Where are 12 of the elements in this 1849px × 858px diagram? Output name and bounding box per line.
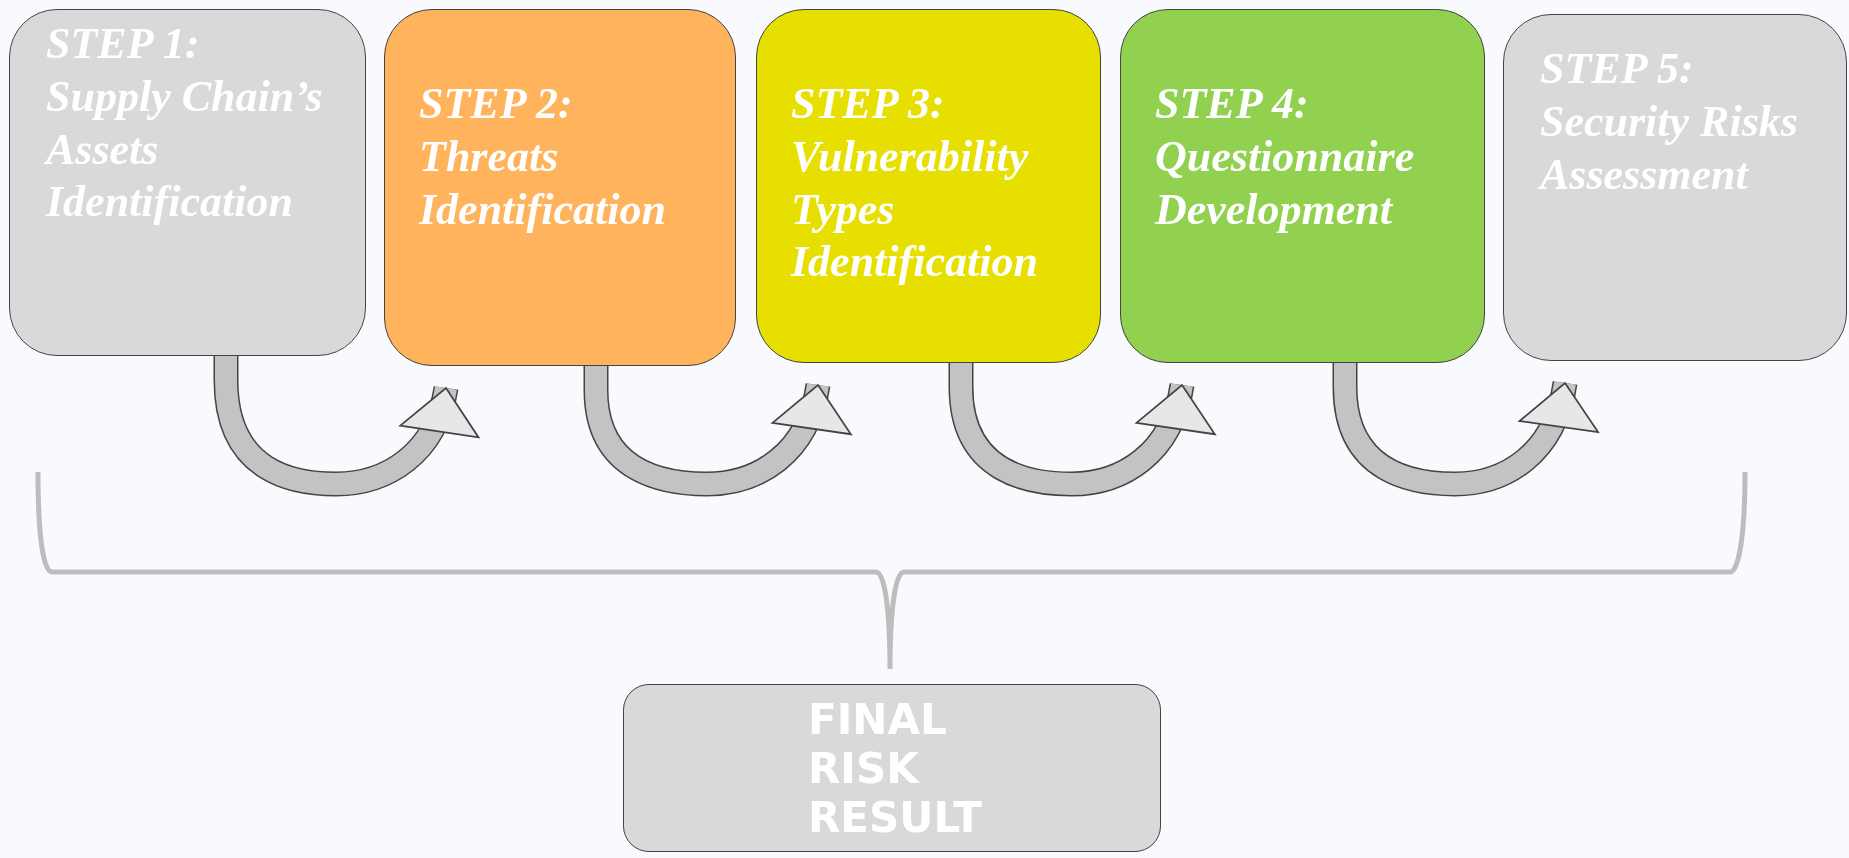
step-box xyxy=(1503,14,1847,361)
result-box xyxy=(623,684,1161,852)
step-title: Questionnaire Development xyxy=(1155,130,1416,236)
step-box xyxy=(756,9,1101,363)
step-box xyxy=(384,9,736,366)
step-title: Threats Identification xyxy=(419,130,667,236)
step-title: Vulnerability Types Identification xyxy=(791,130,1039,289)
step-number: STEP 4: xyxy=(1155,78,1310,130)
step-box xyxy=(9,9,366,356)
step-number: STEP 2: xyxy=(419,78,574,130)
step-number: STEP 3: xyxy=(791,78,946,130)
step-box xyxy=(1120,9,1485,363)
